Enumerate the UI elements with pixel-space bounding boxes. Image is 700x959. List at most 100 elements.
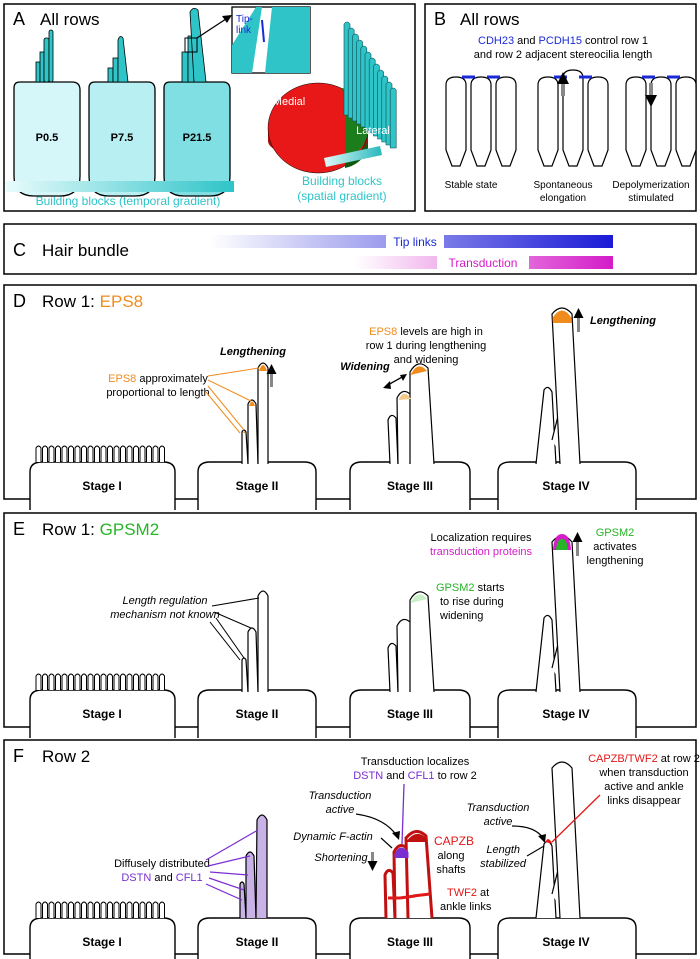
depoly-arrowhead: [645, 95, 657, 107]
gpsm2-act-line1: GPSM2: [596, 527, 635, 539]
f-stage4-row2-cap: [545, 838, 553, 844]
capzb-label: CAPZB: [434, 834, 474, 848]
mech-line1: Length regulation: [122, 595, 207, 607]
microvillus: [42, 673, 48, 690]
microvillus: [94, 673, 100, 690]
eps8-high-line2: row 1 during lengthening: [366, 340, 486, 352]
panel-d: D Row 1: EPS8: [3, 284, 697, 510]
microvillus: [74, 901, 81, 918]
microvillus: [55, 673, 61, 690]
trans-loc-pointer: [401, 783, 405, 845]
microvillus: [81, 901, 87, 918]
e-stage-2: Stage II: [236, 707, 279, 721]
microvillus: [87, 901, 94, 918]
state-spontaneous-1: Spontaneous: [534, 180, 593, 191]
along-label: along: [438, 850, 465, 862]
diffuse-pointer-lines: [205, 829, 259, 901]
microvillus: [100, 445, 107, 462]
microvillus: [81, 673, 87, 690]
cell-p21-5: [163, 81, 231, 197]
microvillus: [48, 673, 55, 690]
e-stage4-bundle: [535, 535, 581, 693]
stereocilium: [562, 69, 584, 167]
bundle-p21-5: [181, 8, 207, 83]
microvillus: [68, 901, 74, 918]
microvillus: [87, 673, 94, 690]
tip-link-label-1: Tip-: [236, 14, 253, 25]
f-stage-1: Stage I: [82, 935, 121, 949]
zoom-arrowhead: [222, 15, 232, 23]
stereocilium: [675, 76, 697, 167]
cell-p0-5: [13, 81, 81, 197]
eps8-high-line1: EPS8 levels are high in: [369, 326, 483, 338]
diffuse-line2: DSTN and CFL1: [121, 872, 202, 884]
spatial-label-2: (spatial gradient): [297, 189, 386, 203]
gpsm2-starts-line3: widening: [439, 610, 483, 622]
elongation-arrow-shaft: [561, 82, 565, 96]
ta4-line2: active: [484, 816, 513, 828]
microvillus: [107, 673, 113, 690]
eps8-high-line3: and widening: [394, 354, 459, 366]
d-stage-4: Stage IV: [542, 479, 589, 493]
dynamic-factin-pointer: [380, 837, 393, 849]
panel-c-title: Hair bundle: [42, 241, 129, 260]
tip-links-label: Tip links: [393, 235, 437, 249]
stereocilium: [625, 76, 647, 167]
panel-c-frame: [3, 223, 697, 275]
age-label-p21-5: P21.5: [183, 132, 212, 144]
microvillus: [146, 901, 152, 918]
microvillus: [113, 445, 120, 462]
microvillus: [146, 673, 152, 690]
mech-pointer-lines: [209, 597, 260, 661]
panel-c: C Hair bundle Tip links Transduction: [3, 223, 697, 275]
trans-loc-line1: Transduction localizes: [361, 756, 470, 768]
elongation-arrowhead: [557, 72, 569, 84]
state-stable: Stable state: [445, 180, 498, 191]
shafts-label: shafts: [436, 864, 466, 876]
gpsm2-lengthening-arrow: [572, 532, 583, 556]
microvillus: [55, 901, 61, 918]
capz-twf-line4: links disappear: [607, 795, 681, 807]
microvillus: [152, 901, 159, 918]
microvillus: [94, 445, 100, 462]
f-stage2-bundle: [239, 814, 268, 919]
transduction-label: Transduction: [449, 256, 518, 270]
eps8-prop-line1: EPS8 approximately: [108, 373, 208, 385]
widening-label: Widening: [340, 361, 390, 373]
microvillus: [139, 901, 146, 918]
microvillus: [120, 901, 126, 918]
microvillus: [74, 445, 81, 462]
panel-a-frame: [3, 3, 416, 212]
pie-stereocilia: [343, 21, 397, 149]
state-depoly-2: stimulated: [628, 193, 674, 204]
e-stage-3: Stage III: [387, 707, 433, 721]
bundle-p7-5: [107, 36, 129, 83]
microvillus: [55, 445, 61, 462]
widening-arrow: [383, 374, 407, 389]
ta3-line2: active: [326, 804, 355, 816]
d-stage4-eps8-cap: [552, 310, 572, 323]
temporal-label: Building blocks (temporal gradient): [36, 194, 221, 208]
d-stage4-bundle: [535, 307, 581, 465]
temporal-gradient-bar: [6, 181, 234, 192]
stereocilium: [470, 76, 492, 167]
panel-b-line1: CDH23 and PCDH15 control row 1: [478, 35, 648, 47]
d-stage2-eps8-caps: [243, 365, 267, 433]
panel-b-letter: B: [434, 9, 446, 29]
twf2-line1: TWF2 at: [447, 887, 489, 899]
microvillus: [48, 901, 55, 918]
microvillus: [113, 901, 120, 918]
capz-twf-pointer: [551, 794, 601, 843]
capz-twf-line2: when transduction: [598, 767, 688, 779]
ls-pointer: [526, 845, 545, 857]
spatial-label-1: Building blocks: [302, 174, 382, 188]
loc-line1: Localization requires: [431, 532, 532, 544]
microvillus: [68, 673, 74, 690]
microvillus: [159, 901, 165, 918]
panel-b-stereocilia: [445, 69, 697, 167]
panel-e-cells: [29, 673, 637, 738]
microvillus: [68, 445, 74, 462]
microvillus: [126, 901, 133, 918]
loc-line2: transduction proteins: [430, 546, 533, 558]
e-stage3-bundle: [387, 591, 435, 693]
